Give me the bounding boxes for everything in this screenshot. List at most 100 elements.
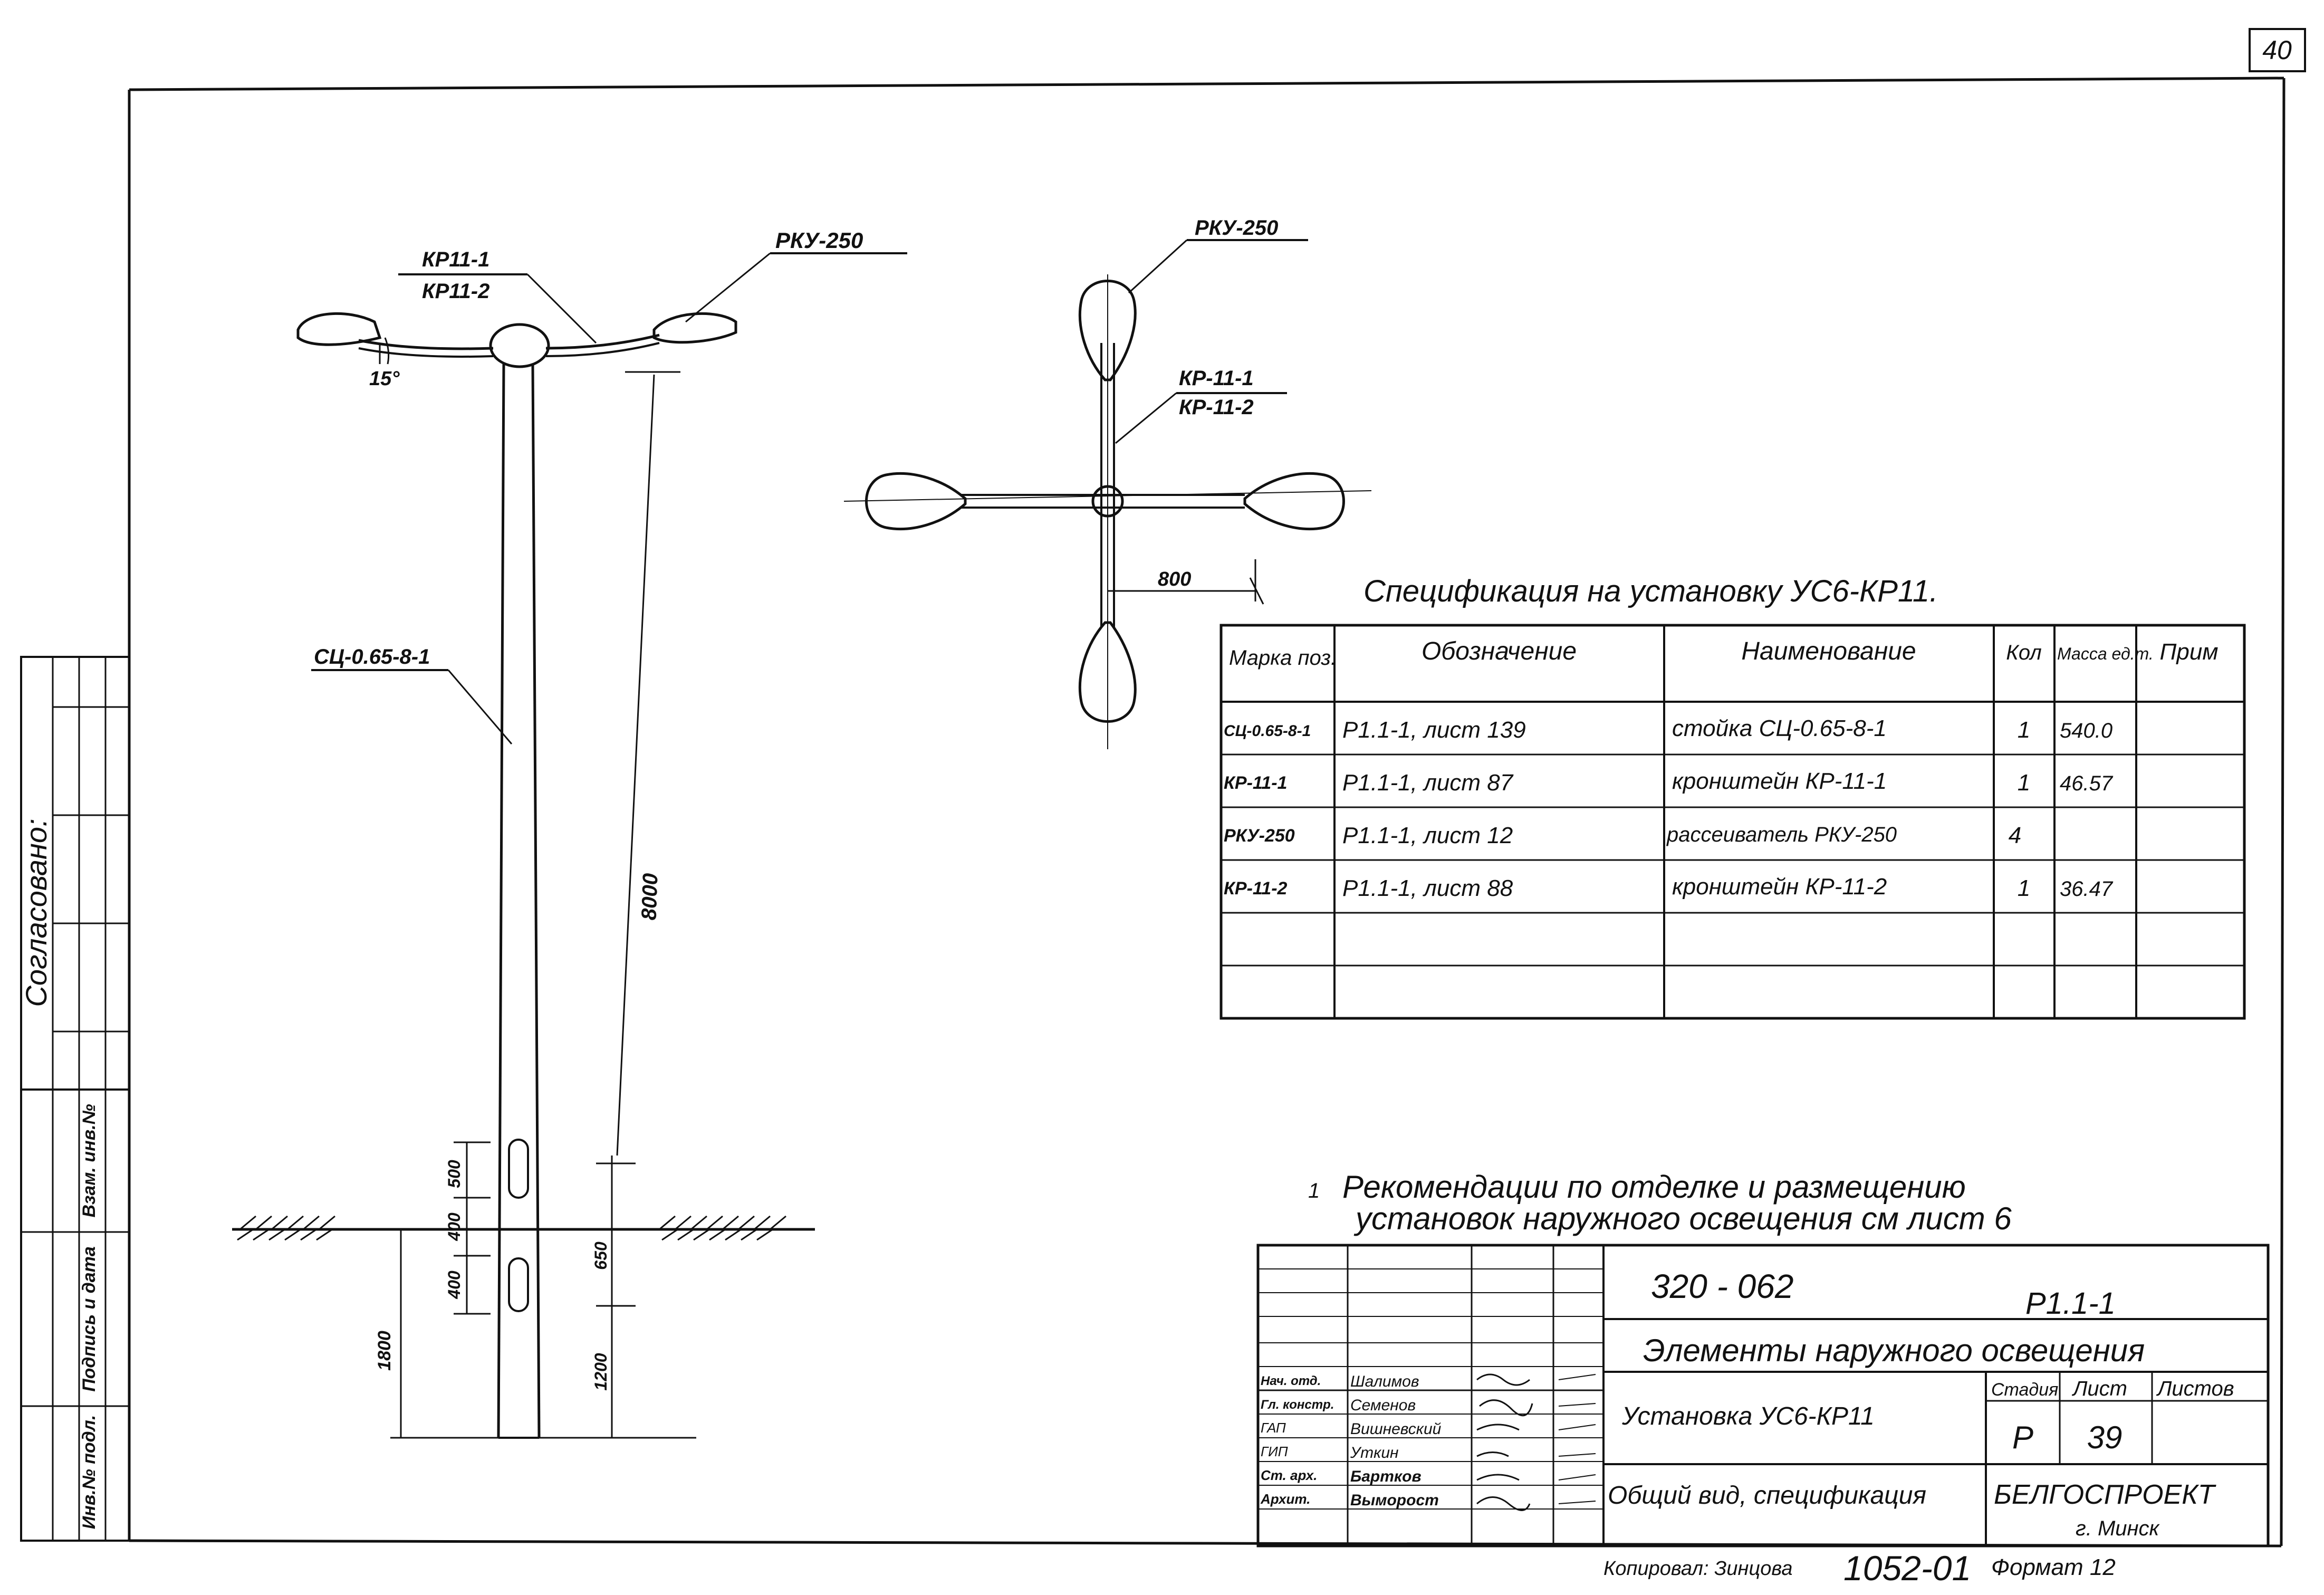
spec-header-qty: Кол — [2006, 641, 2042, 664]
signature-row: Нач. отд. Шалимов — [1261, 1373, 1419, 1390]
dim-650: 650 — [591, 1241, 610, 1270]
spec-cell-designation: Р1.1-1, лист 88 — [1342, 875, 1513, 901]
organization: БЕЛГОСПРОЕКТ — [1994, 1479, 2216, 1510]
table-row: КР-11-1 Р1.1-1, лист 87 кронштейн КР-11-… — [1224, 768, 2114, 796]
signature-name: Уткин — [1350, 1444, 1399, 1462]
city: г. Минск — [2076, 1517, 2160, 1540]
signature-role: Архит. — [1260, 1491, 1310, 1507]
signature-name: Семенов — [1350, 1397, 1416, 1414]
side-label-inv: Инв.№ подл. — [79, 1415, 99, 1530]
dimension-1800: 1800 — [374, 1229, 498, 1439]
table-row: КР-11-2 Р1.1-1, лист 88 кронштейн КР-11-… — [1224, 874, 2114, 901]
sheets-label: Листов — [2156, 1377, 2234, 1400]
spec-header-mass: Масса ед.т. — [2057, 644, 2154, 663]
spec-cell-mark: РКУ-250 — [1224, 826, 1295, 846]
signature-row: Архит. Выморост — [1260, 1491, 1439, 1509]
sheet-value: 39 — [2087, 1420, 2123, 1455]
spec-cell-designation: Р1.1-1, лист 139 — [1342, 717, 1526, 743]
spec-cell-name: стойка СЦ-0.65-8-1 — [1672, 715, 1887, 741]
spec-cell-mark: КР-11-1 — [1224, 773, 1287, 793]
callout-bracket-plan: КР-11-1 КР-11-2 — [1115, 367, 1287, 444]
callout-pole: СЦ-0.65-8-1 — [311, 645, 513, 744]
signature-row: ГАП Вишневский — [1261, 1420, 1442, 1438]
signature-role: Гл. констр. — [1261, 1398, 1334, 1412]
signature-row: Ст. арх. Бартков — [1261, 1467, 1422, 1485]
inventory-number: 1052-01 — [1843, 1549, 1971, 1588]
table-row: СЦ-0.65-8-1 Р1.1-1, лист 139 стойка СЦ-0… — [1224, 715, 2112, 743]
callout-bracket-left-1: КР11-1 — [422, 248, 489, 271]
stage-value: Р — [2012, 1420, 2033, 1455]
pole — [497, 364, 541, 1439]
callout-bracket-plan-2: КР-11-2 — [1179, 396, 1254, 419]
spec-cell-qty: 4 — [2009, 823, 2021, 848]
page-number: 40 — [2262, 35, 2292, 65]
dim-400a: 400 — [445, 1212, 464, 1241]
spec-cell-qty: 1 — [2018, 770, 2030, 796]
signature-row: ГИП Уткин — [1261, 1444, 1399, 1462]
spec-cell-name: рассеиватель РКУ-250 — [1666, 823, 1897, 846]
spec-header-row: Марка поз. Обозначение Наименование Кол … — [1229, 637, 2219, 670]
spec-cell-name: кронштейн КР-11-2 — [1672, 874, 1887, 900]
ground-line — [232, 1215, 815, 1241]
dim-500: 500 — [445, 1160, 464, 1188]
callout-bracket-left-2: КР11-2 — [422, 280, 489, 303]
plan-view: РКУ-250 КР-11-1 КР-11-2 800 — [843, 216, 1372, 749]
signature-role: ГАП — [1261, 1420, 1286, 1436]
title-block: Нач. отд. Шалимов Гл. констр. Семенов ГА… — [1256, 1244, 2270, 1548]
note: 1 Рекомендации по отделке и размещению у… — [1308, 1169, 2012, 1236]
elevation-view: РКУ-250 КР11-1 КР11-2 15° СЦ-0.65-8-1 80… — [232, 228, 907, 1439]
dimension-height-label: 8000 — [637, 873, 662, 920]
drawing-name: Установка УС6-КР11 — [1621, 1402, 1875, 1430]
side-label-replace: Взам. инв.№ — [79, 1104, 99, 1217]
callout-bracket-left: КР11-1 КР11-2 — [398, 248, 597, 344]
callout-angle-label: 15° — [369, 368, 400, 390]
series: Р1.1-1 — [2025, 1286, 2116, 1321]
project-name: Элементы наружного освещения — [1643, 1333, 2145, 1368]
approval-stamp: Согласовано: — [20, 818, 53, 1007]
signature-role: Ст. арх. — [1261, 1467, 1317, 1483]
callout-pky-left-label: РКУ-250 — [775, 228, 863, 253]
spec-cell-mass: 36.47 — [2060, 877, 2114, 901]
dim-400b: 400 — [445, 1271, 464, 1300]
spec-cell-name: кронштейн КР-11-1 — [1672, 768, 1887, 794]
side-label-sign: Подпись и дата — [79, 1246, 99, 1392]
spec-cell-qty: 1 — [2018, 717, 2030, 743]
approval-strip: Согласовано: Инв.№ подл. Подпись и дата … — [20, 656, 130, 1542]
sheet-type: Общий вид, спецификация — [1608, 1482, 1926, 1510]
note-line-2: установок наружного освещения см лист 6 — [1353, 1201, 2012, 1236]
callout-pole-label: СЦ-0.65-8-1 — [314, 645, 430, 668]
dimensions-base-right: 650 1200 — [539, 1155, 696, 1439]
note-number: 1 — [1308, 1179, 1320, 1202]
sheet-label: Лист — [2071, 1377, 2127, 1400]
spec-cell-mass: 540.0 — [2060, 719, 2112, 742]
spec-header-note: Прим — [2160, 639, 2219, 665]
spec-cell-qty: 1 — [2018, 875, 2030, 901]
spec-cell-mass: 46.57 — [2060, 772, 2114, 795]
callout-pky-plan: РКУ-250 — [1128, 216, 1308, 294]
spec-table: Спецификация на установку УС6-КР11. Марк… — [1219, 574, 2246, 1020]
signature-role: Нач. отд. — [1261, 1374, 1321, 1388]
page-number-box: 40 — [2249, 28, 2306, 72]
signature-name: Бартков — [1350, 1468, 1422, 1485]
spec-header-designation: Обозначение — [1422, 637, 1577, 665]
callout-pky-plan-label: РКУ-250 — [1195, 216, 1278, 240]
dim-1800: 1800 — [374, 1331, 395, 1371]
signature-name: Вишневский — [1350, 1420, 1442, 1438]
luminaire-head — [296, 312, 737, 368]
spec-cell-designation: Р1.1-1, лист 12 — [1342, 823, 1513, 848]
stage-label: Стадия — [1991, 1380, 2058, 1400]
table-row: РКУ-250 Р1.1-1, лист 12 рассеиватель РКУ… — [1224, 823, 2021, 848]
spec-cell-mark: СЦ-0.65-8-1 — [1224, 722, 1311, 740]
spec-header-mark: Марка поз. — [1229, 646, 1337, 670]
dimension-plan-800: 800 — [1108, 559, 1264, 605]
spec-header-name: Наименование — [1741, 637, 1916, 665]
spec-cell-designation: Р1.1-1, лист 87 — [1342, 770, 1514, 796]
callout-bracket-plan-1: КР-11-1 — [1179, 367, 1254, 390]
signature-row: Гл. констр. Семенов — [1261, 1397, 1416, 1414]
callout-pky-left: РКУ-250 — [685, 228, 907, 323]
format: Формат 12 — [1991, 1554, 2116, 1580]
doc-code: 320 - 062 — [1651, 1267, 1793, 1305]
note-line-1: Рекомендации по отделке и размещению — [1342, 1169, 1966, 1205]
copied-by: Копировал: Зинцова — [1603, 1558, 1792, 1580]
